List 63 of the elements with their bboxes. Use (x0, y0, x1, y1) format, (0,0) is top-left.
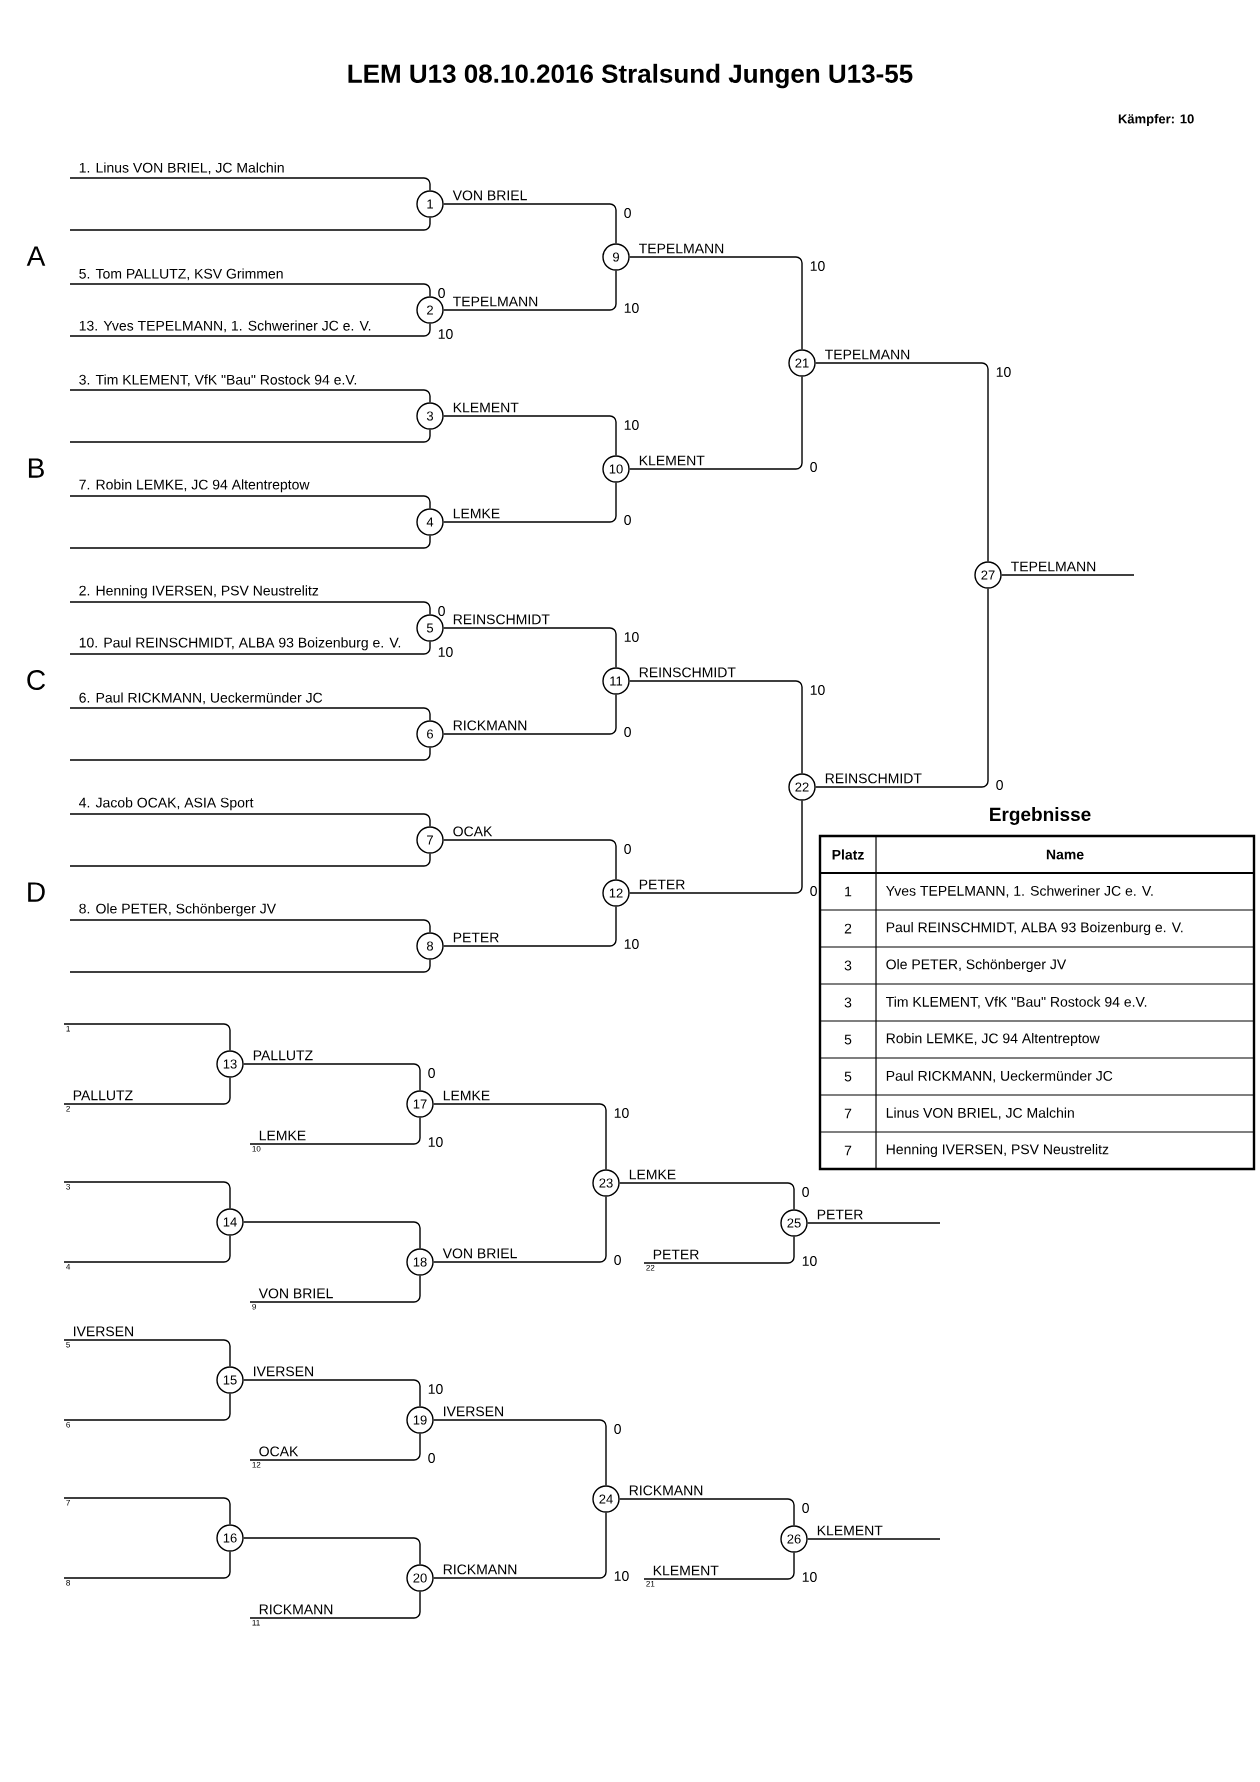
bracket-line (63, 1181, 231, 1209)
bracket-line (433, 1196, 607, 1263)
pool-letter: A (26, 246, 46, 266)
bracket-line (63, 1077, 231, 1105)
bracket-line (807, 1222, 941, 1224)
table-title: Ergebnisse (990, 807, 1091, 825)
bracket-line (443, 839, 617, 880)
bracket-line (69, 601, 431, 615)
bracket-line (243, 1379, 421, 1407)
bracket-line (69, 747, 431, 761)
bracket-line (1001, 574, 1135, 576)
bracket-line (243, 1063, 421, 1091)
bracket-line (69, 535, 431, 549)
bracket-line (629, 680, 803, 774)
bracket-line (63, 1497, 231, 1525)
bracket-line (433, 1512, 607, 1579)
bracket-line (807, 1538, 941, 1540)
bracket-line (443, 906, 617, 947)
bracket-line (629, 256, 803, 350)
bracket-line (63, 1393, 231, 1421)
bracket-line (63, 1551, 231, 1579)
bracket-line (69, 959, 431, 973)
bracket-line (443, 270, 617, 311)
bracket-line (433, 1419, 607, 1486)
bracket-line (619, 1498, 795, 1526)
bracket-line (69, 323, 431, 337)
bracket-line (69, 641, 431, 655)
bracket-line (619, 1182, 795, 1210)
bracket-line (69, 707, 431, 721)
bracket-line (443, 482, 617, 523)
bracket-line (243, 1221, 421, 1249)
pool-letter: D (28, 882, 45, 902)
bracket-line (643, 1552, 795, 1580)
bracket-line (249, 1117, 421, 1145)
bracket-line (643, 1236, 795, 1264)
bracket-line (63, 1023, 231, 1051)
bracket-line (249, 1275, 421, 1303)
bracket-line (63, 1235, 231, 1263)
bracket-line (815, 362, 989, 562)
bracket-line (443, 415, 617, 456)
bracket-line (69, 283, 431, 297)
bracket-line (69, 177, 431, 191)
bracket-line (69, 495, 431, 509)
bracket-line (629, 800, 803, 894)
pool-letter: B (28, 458, 44, 478)
bracket-line (69, 853, 431, 867)
bracket-line (69, 919, 431, 933)
bracket-line (433, 1103, 607, 1170)
bracket-line (69, 389, 431, 403)
bracket-line (249, 1591, 421, 1619)
bracket-line (443, 694, 617, 735)
bracket-line (69, 813, 431, 827)
bracket-line (69, 429, 431, 443)
bracket-line (629, 376, 803, 470)
bracket-line (443, 627, 617, 668)
bracket-line (249, 1433, 421, 1461)
bracket-line (243, 1537, 421, 1565)
pool-letter: C (27, 670, 46, 690)
bracket-line (63, 1339, 231, 1367)
bracket-line (815, 588, 989, 788)
bracket-line (69, 217, 431, 231)
title: LEM U13 08.10.2016 Stralsund Jungen U13-55 (348, 63, 913, 89)
bracket-line (443, 203, 617, 244)
